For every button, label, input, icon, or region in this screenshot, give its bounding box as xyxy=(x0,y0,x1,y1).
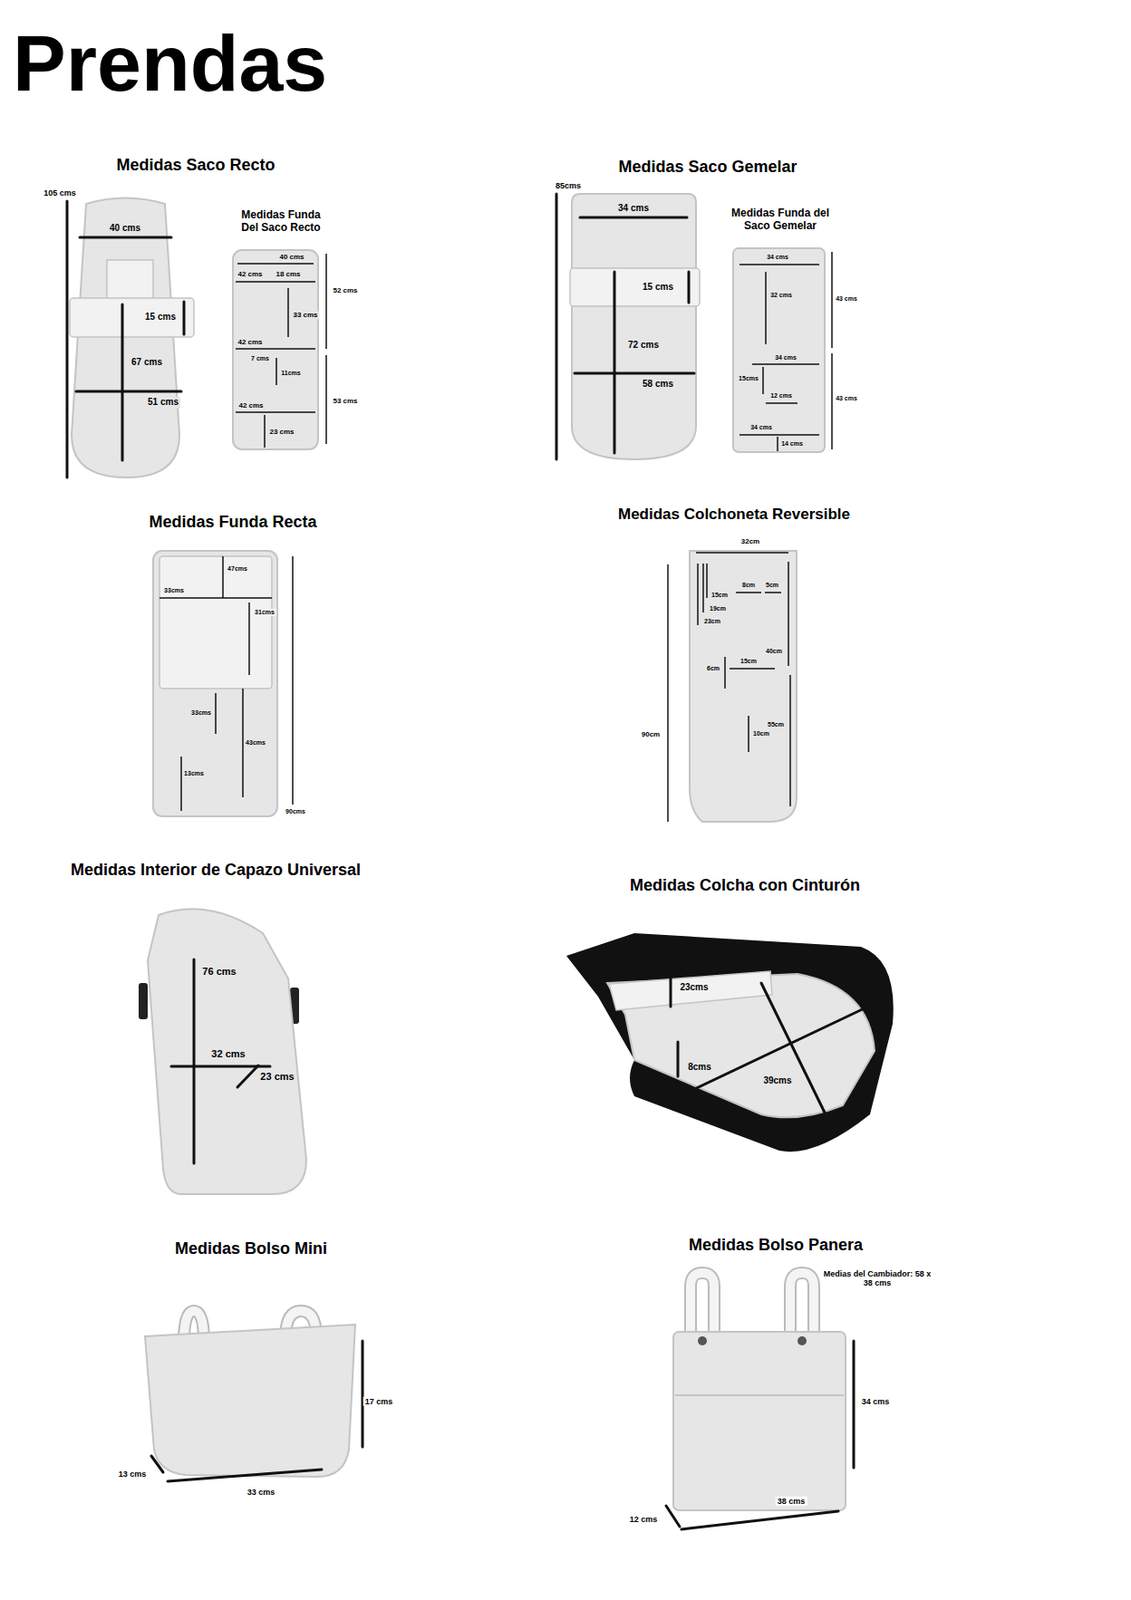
dimension-label: 40 cms xyxy=(107,222,143,234)
dimension-label: 15 cms xyxy=(143,311,178,323)
dimension-label: 42 cms xyxy=(236,401,265,410)
dimension-label: 18 cms xyxy=(273,270,302,279)
section-heading: Medidas Interior de Capazo Universal xyxy=(23,860,408,880)
dimension-label: 67 cms xyxy=(129,357,165,368)
dimension-label: 11cms xyxy=(279,369,302,377)
dimension-label: 17 cms xyxy=(363,1397,396,1407)
dimension-label: 38 cms xyxy=(775,1497,808,1507)
section-heading: Medidas Saco Recto xyxy=(114,155,277,175)
dimension-label: 33cms xyxy=(162,587,186,595)
dimension-label: 90cm xyxy=(639,730,662,739)
dimension-label: 39cms xyxy=(761,1075,793,1087)
dimension-label: 43 cms xyxy=(833,395,860,403)
dimension-label: 19cm xyxy=(707,605,728,613)
dimension-label: 13cms xyxy=(182,770,206,778)
section-heading: Medidas Colcha con Cinturón xyxy=(628,876,862,896)
dimension-label: 8cms xyxy=(686,1062,714,1073)
dimension-label: 85cms xyxy=(553,181,583,191)
dimension-label: 34 cms xyxy=(773,354,799,362)
dimension-label: 58 cms xyxy=(640,378,676,390)
dimension-label: 72 cms xyxy=(626,339,661,351)
dimension-label: 34 cms xyxy=(616,203,651,214)
dimension-label: 33 cms xyxy=(290,310,319,319)
dimension-label: 14 cms xyxy=(779,440,805,448)
dimension-label: 34 cms xyxy=(748,424,774,432)
section-heading: Medidas Funda Recta xyxy=(146,512,319,532)
dimension-label: 10cm xyxy=(751,730,772,738)
dimension-label: 33 cms xyxy=(245,1488,278,1498)
dimension-label: 15cm xyxy=(709,591,730,600)
dimension-label: 32cm xyxy=(739,537,762,546)
dimension-label: 12 cms xyxy=(628,1515,660,1525)
dimension-label: 32 cms xyxy=(768,291,794,300)
dimension-label: 53 cms xyxy=(330,396,359,406)
dimension-label: 23 cms xyxy=(267,427,296,436)
dimension-label: 12 cms xyxy=(768,392,794,400)
section-heading: Medidas Funda del Saco Gemelar xyxy=(728,207,832,233)
dimension-label: 40 cms xyxy=(277,252,306,261)
section-heading: Medidas Colchoneta Reversible xyxy=(616,505,852,524)
dimension-label: 43cms xyxy=(243,739,268,747)
dimension-label: 76 cms xyxy=(200,966,238,978)
dimension-label: 7 cms xyxy=(249,355,271,363)
dimension-label: 51 cms xyxy=(145,396,181,408)
dimension-label: 90cms xyxy=(283,808,308,816)
section-heading: Medidas Bolso Mini xyxy=(173,1239,329,1259)
dimension-label: 34 cms xyxy=(860,1397,892,1407)
dimension-label: 5cm xyxy=(763,581,781,590)
dimension-label: 23 cms xyxy=(258,1071,296,1083)
dimension-label: 43 cms xyxy=(833,295,860,303)
dimension-label: 52 cms xyxy=(330,286,359,295)
dimension-label: 34 cms xyxy=(764,253,791,261)
dimension-label: 31cms xyxy=(252,609,277,617)
dimension-label: 15 cms xyxy=(640,281,676,293)
dimension-label: 47cms xyxy=(225,565,250,573)
section-heading: Medidas Bolso Panera xyxy=(686,1236,865,1256)
dimension-label: 55cm xyxy=(765,721,786,729)
dimension-label: 6cm xyxy=(705,665,722,673)
section-heading: Medidas Saco Gemelar xyxy=(616,157,799,177)
dimension-label: 42 cms xyxy=(235,270,264,279)
page-title: Prendas xyxy=(12,19,328,108)
dimension-label: 105 cms xyxy=(41,188,78,198)
dimension-label: 42 cms xyxy=(235,338,264,347)
dimension-label: 8cm xyxy=(740,581,757,590)
dimension-label: 40cm xyxy=(763,647,784,656)
dimension-label: 15cms xyxy=(736,375,761,383)
dimension-label: 13 cms xyxy=(116,1469,149,1479)
dimension-label: 15cm xyxy=(738,657,759,666)
dimension-label: 32 cms xyxy=(209,1048,247,1061)
dimension-label: 33cms xyxy=(189,709,213,717)
dimension-label: 23cm xyxy=(702,618,723,626)
note-text: Medias del Cambiador: 58 x 38 cms xyxy=(821,1269,934,1289)
section-heading: Medidas Funda Del Saco Recto xyxy=(233,209,329,235)
dimension-label: 23cms xyxy=(677,982,710,994)
